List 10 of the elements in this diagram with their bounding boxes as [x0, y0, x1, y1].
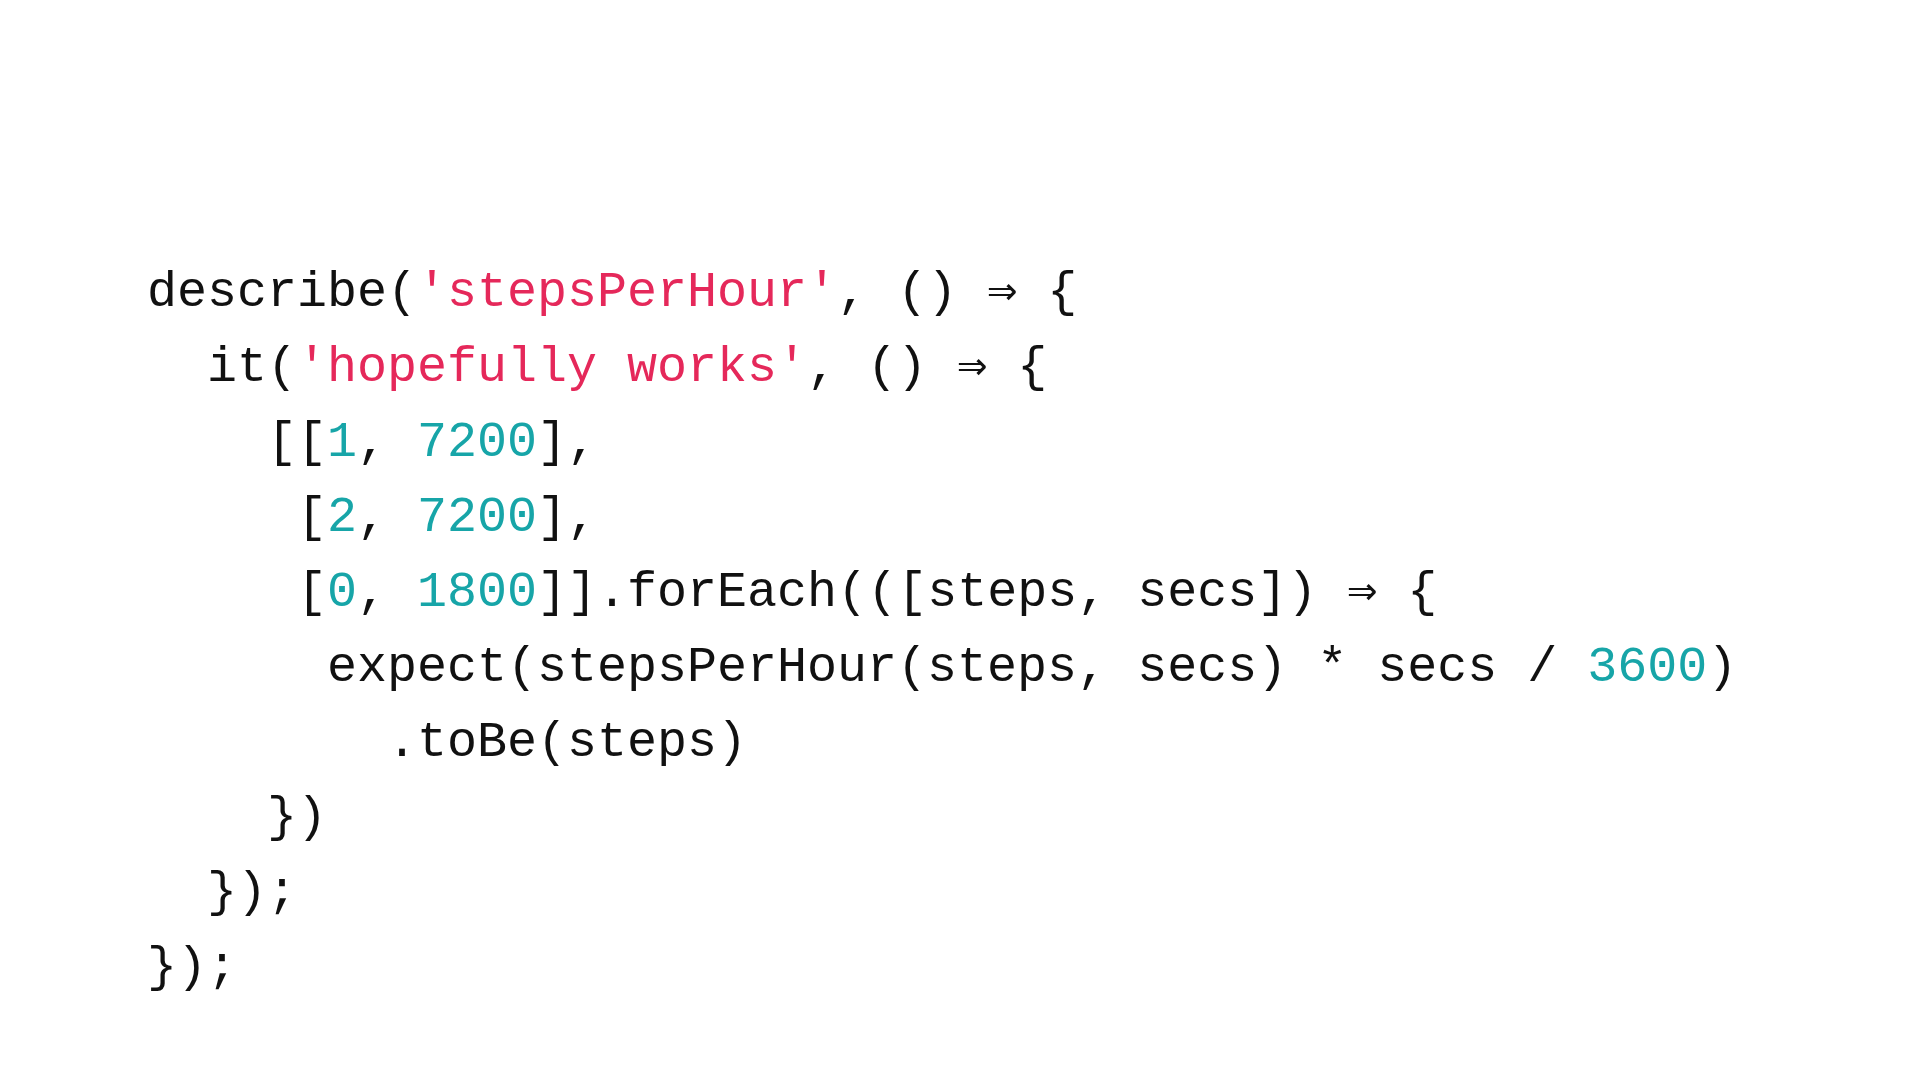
code-line: [2, 7200], — [297, 488, 598, 548]
code-line: [0, 1800]].forEach(([steps, secs]) ⇒ { — [297, 563, 1438, 623]
code-line: expect(stepsPerHour(steps, secs) * secs / 3600) — [327, 638, 1738, 698]
code-line: describe('stepsPerHour', () ⇒ { — [147, 263, 1078, 323]
code-line: it('hopefully works', () ⇒ { — [207, 338, 1048, 398]
code-line: }) — [267, 788, 327, 848]
code-line: .toBe(steps) — [387, 713, 748, 773]
code-line: }); — [207, 863, 297, 923]
code-line: [[1, 7200], — [267, 413, 598, 473]
code-line: }); — [147, 938, 237, 998]
